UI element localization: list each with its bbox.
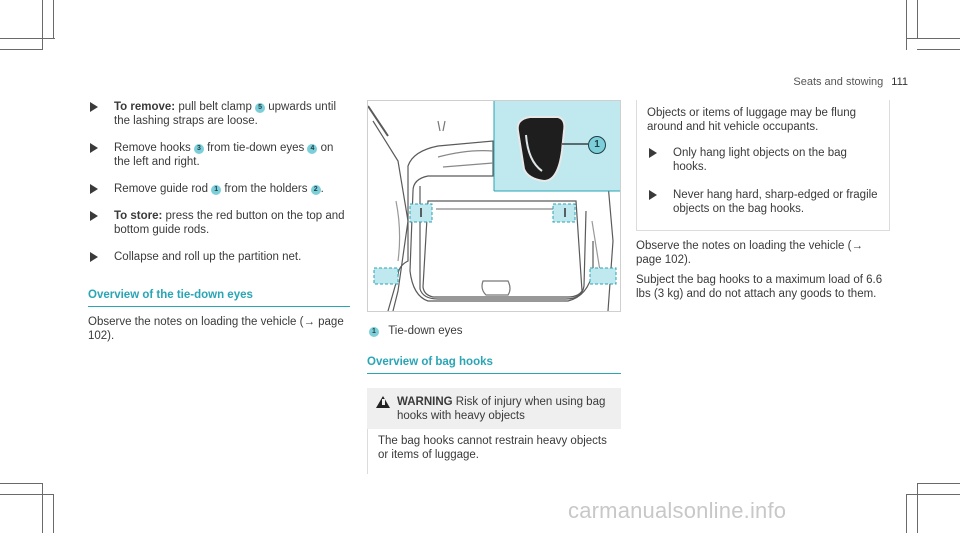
paragraph-loading-notes: Observe the notes on loading the vehicle… <box>88 316 344 342</box>
callout-number: 2 <box>310 185 321 195</box>
arrow-bullet-icon <box>90 184 98 194</box>
section-title-bag-hooks: Overview of bag hooks <box>367 355 621 374</box>
crop-mark <box>0 483 42 484</box>
arrow-bullet-icon <box>90 211 98 221</box>
step-text: on the left and right. <box>114 142 334 168</box>
step-collapse-net: Collapse and roll up the partition net. <box>88 250 350 264</box>
step-store: To store: press the red button on the to… <box>88 209 350 237</box>
warning-body: The bag hooks cannot restrain heavy obje… <box>367 429 621 474</box>
step-remove-hooks: Remove hooks 3 from tie-down eyes 4 on t… <box>88 141 350 169</box>
step-label: To store: <box>114 210 163 222</box>
step-text: from the holders <box>221 183 311 195</box>
callout-number: 5 <box>255 103 266 113</box>
tie-down-eye-closeup <box>516 116 566 183</box>
figure-caption: 1 Tie-down eyes <box>367 324 621 338</box>
crop-mark <box>53 494 54 533</box>
crop-mark <box>917 483 960 484</box>
step-text: upwards until the lashing straps are loo… <box>114 101 337 127</box>
caption-text: Tie-down eyes <box>388 325 463 337</box>
left-column: To remove: pull belt clamp 5 upwards unt… <box>88 100 350 343</box>
crop-mark <box>917 0 918 38</box>
watermark: carmanualsonline.info <box>568 498 787 523</box>
lower-marker-right <box>589 267 617 285</box>
step-text: Remove hooks <box>114 142 194 154</box>
step-text: from tie-down eyes <box>203 142 308 154</box>
warning-label: WARNING <box>397 396 453 408</box>
step-remove-guide-rod: Remove guide rod 1 from the holders 2. <box>88 182 350 196</box>
step-text: Remove guide rod <box>114 183 212 195</box>
crop-mark <box>906 38 960 39</box>
crop-mark <box>917 49 960 50</box>
warning-text: Risk of injury when using bag hooks with… <box>397 396 606 422</box>
callout-number: 3 <box>193 144 204 154</box>
section-title-tie-down-eyes: Overview of the tie-down eyes <box>88 288 350 307</box>
crop-mark <box>917 483 918 533</box>
crop-mark <box>53 0 54 38</box>
crop-mark <box>906 494 960 495</box>
step-label: To remove: <box>114 101 176 113</box>
step-text: Collapse and roll up the partition net. <box>114 251 302 263</box>
warning-block: WARNING Risk of injury when using bag ho… <box>367 388 621 474</box>
callout-number: 4 <box>307 144 318 154</box>
figure-tie-down-eyes: 1 <box>367 100 621 312</box>
crop-mark <box>42 0 43 50</box>
right-column: Objects or items of luggage may be flung… <box>636 100 890 301</box>
crop-mark <box>0 494 53 495</box>
step-text: Never hang hard, sharp-edged or fragile … <box>673 189 878 215</box>
crop-mark <box>42 483 43 533</box>
box-step-no-hard-objects: Never hang hard, sharp-edged or fragile … <box>647 188 879 216</box>
paragraph-max-load: Subject the bag hooks to a maximum load … <box>636 274 883 300</box>
step-remove-belt-clamp: To remove: pull belt clamp 5 upwards unt… <box>88 100 350 128</box>
warning-triangle-icon <box>376 396 390 408</box>
arrow-bullet-icon <box>649 148 657 158</box>
running-header: Seats and stowing 111 <box>793 76 908 88</box>
caption-number: 1 <box>369 327 379 337</box>
paragraph-loading-notes: Observe the notes on loading the vehicle… <box>636 240 863 266</box>
cargo-area-illustration <box>368 101 620 311</box>
crop-mark <box>0 49 42 50</box>
figure-callout-number: 1 <box>588 136 606 154</box>
middle-column: 1 1 Tie-down eyes Overview of bag hooks … <box>367 100 621 474</box>
step-text: pull belt clamp <box>175 101 256 113</box>
step-text: press the red button on the top and bott… <box>114 210 345 236</box>
step-text: Only hang light objects on the bag hooks… <box>673 147 847 173</box>
section-name: Seats and stowing <box>793 76 884 88</box>
tie-down-eye-marker-right <box>552 203 576 223</box>
crop-mark <box>0 38 55 39</box>
warning-continuation-box: Objects or items of luggage may be flung… <box>636 100 890 231</box>
arrow-bullet-icon <box>90 102 98 112</box>
callout-number: 1 <box>211 185 222 195</box>
box-intro: Objects or items of luggage may be flung… <box>647 107 857 133</box>
step-text: . <box>320 183 324 195</box>
box-step-light-objects: Only hang light objects on the bag hooks… <box>647 146 879 174</box>
crop-mark <box>906 0 907 50</box>
arrow-bullet-icon <box>90 252 98 262</box>
crop-mark <box>906 494 907 533</box>
arrow-bullet-icon <box>90 143 98 153</box>
warning-header: WARNING Risk of injury when using bag ho… <box>367 388 621 429</box>
page-number: 111 <box>891 76 908 88</box>
lower-marker-left <box>373 267 399 285</box>
arrow-bullet-icon <box>649 190 657 200</box>
